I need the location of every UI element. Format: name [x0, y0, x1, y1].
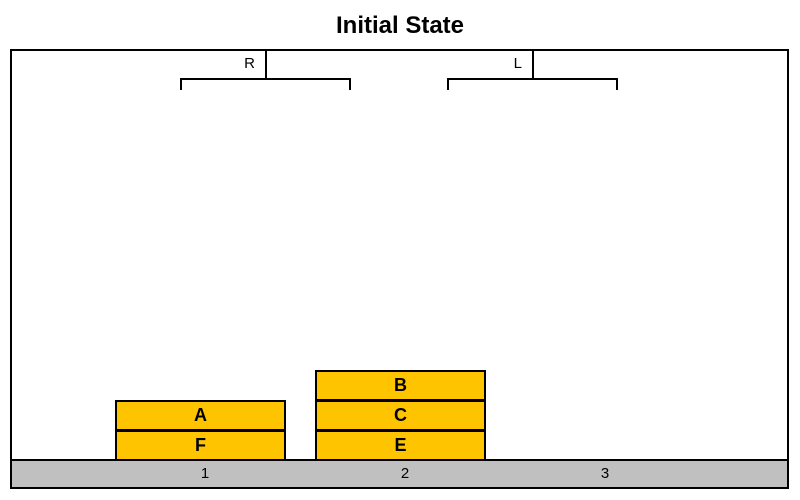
slot-label-2: 2: [400, 465, 410, 482]
gripper-left: L: [447, 50, 618, 90]
gripper-left-bar: [447, 78, 618, 80]
gripper-left-claw-right: [616, 78, 618, 90]
diagram-title: Initial State: [335, 12, 465, 39]
block-f[interactable]: F: [115, 430, 286, 461]
block-b[interactable]: B: [315, 370, 486, 401]
gripper-right: R: [180, 50, 351, 90]
block-e[interactable]: E: [315, 430, 486, 461]
gripper-left-claw-left: [447, 78, 449, 90]
slot-label-1: 1: [200, 465, 210, 482]
block-a[interactable]: A: [115, 400, 286, 431]
gripper-left-stem: [532, 50, 534, 80]
gripper-right-claw-left: [180, 78, 182, 90]
gripper-right-bar: [180, 78, 351, 80]
gripper-right-stem: [265, 50, 267, 80]
gripper-right-claw-right: [349, 78, 351, 90]
table-floor: 1 2 3: [10, 459, 789, 489]
gripper-left-label: L: [513, 55, 522, 72]
gripper-right-label: R: [244, 55, 255, 72]
block-c[interactable]: C: [315, 400, 486, 431]
slot-label-3: 3: [600, 465, 610, 482]
